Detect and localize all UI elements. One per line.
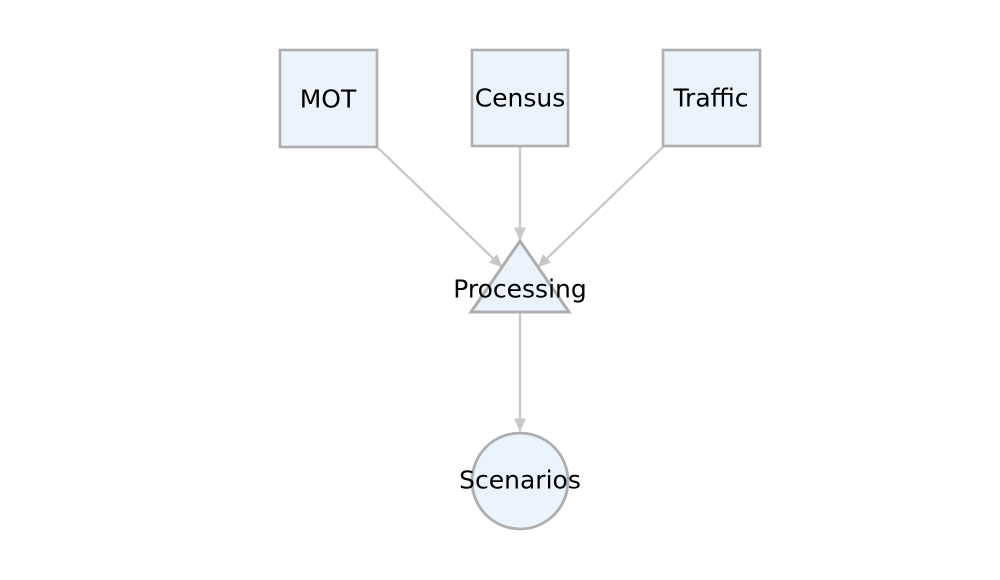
node-scenarios [470,431,570,531]
node-census-label: Census [475,84,566,113]
node-processing [468,238,572,314]
node-mot-label: MOT [300,85,357,114]
node-traffic [661,48,762,148]
node-mot [278,48,379,149]
edge-mot-to-processing [376,146,503,268]
node-traffic-label: Traffic [672,84,748,113]
node-census [470,48,570,148]
edge-traffic-to-processing [537,146,664,268]
node-processing-label: Processing [453,275,587,304]
node-scenarios-label: Scenarios [459,466,581,495]
